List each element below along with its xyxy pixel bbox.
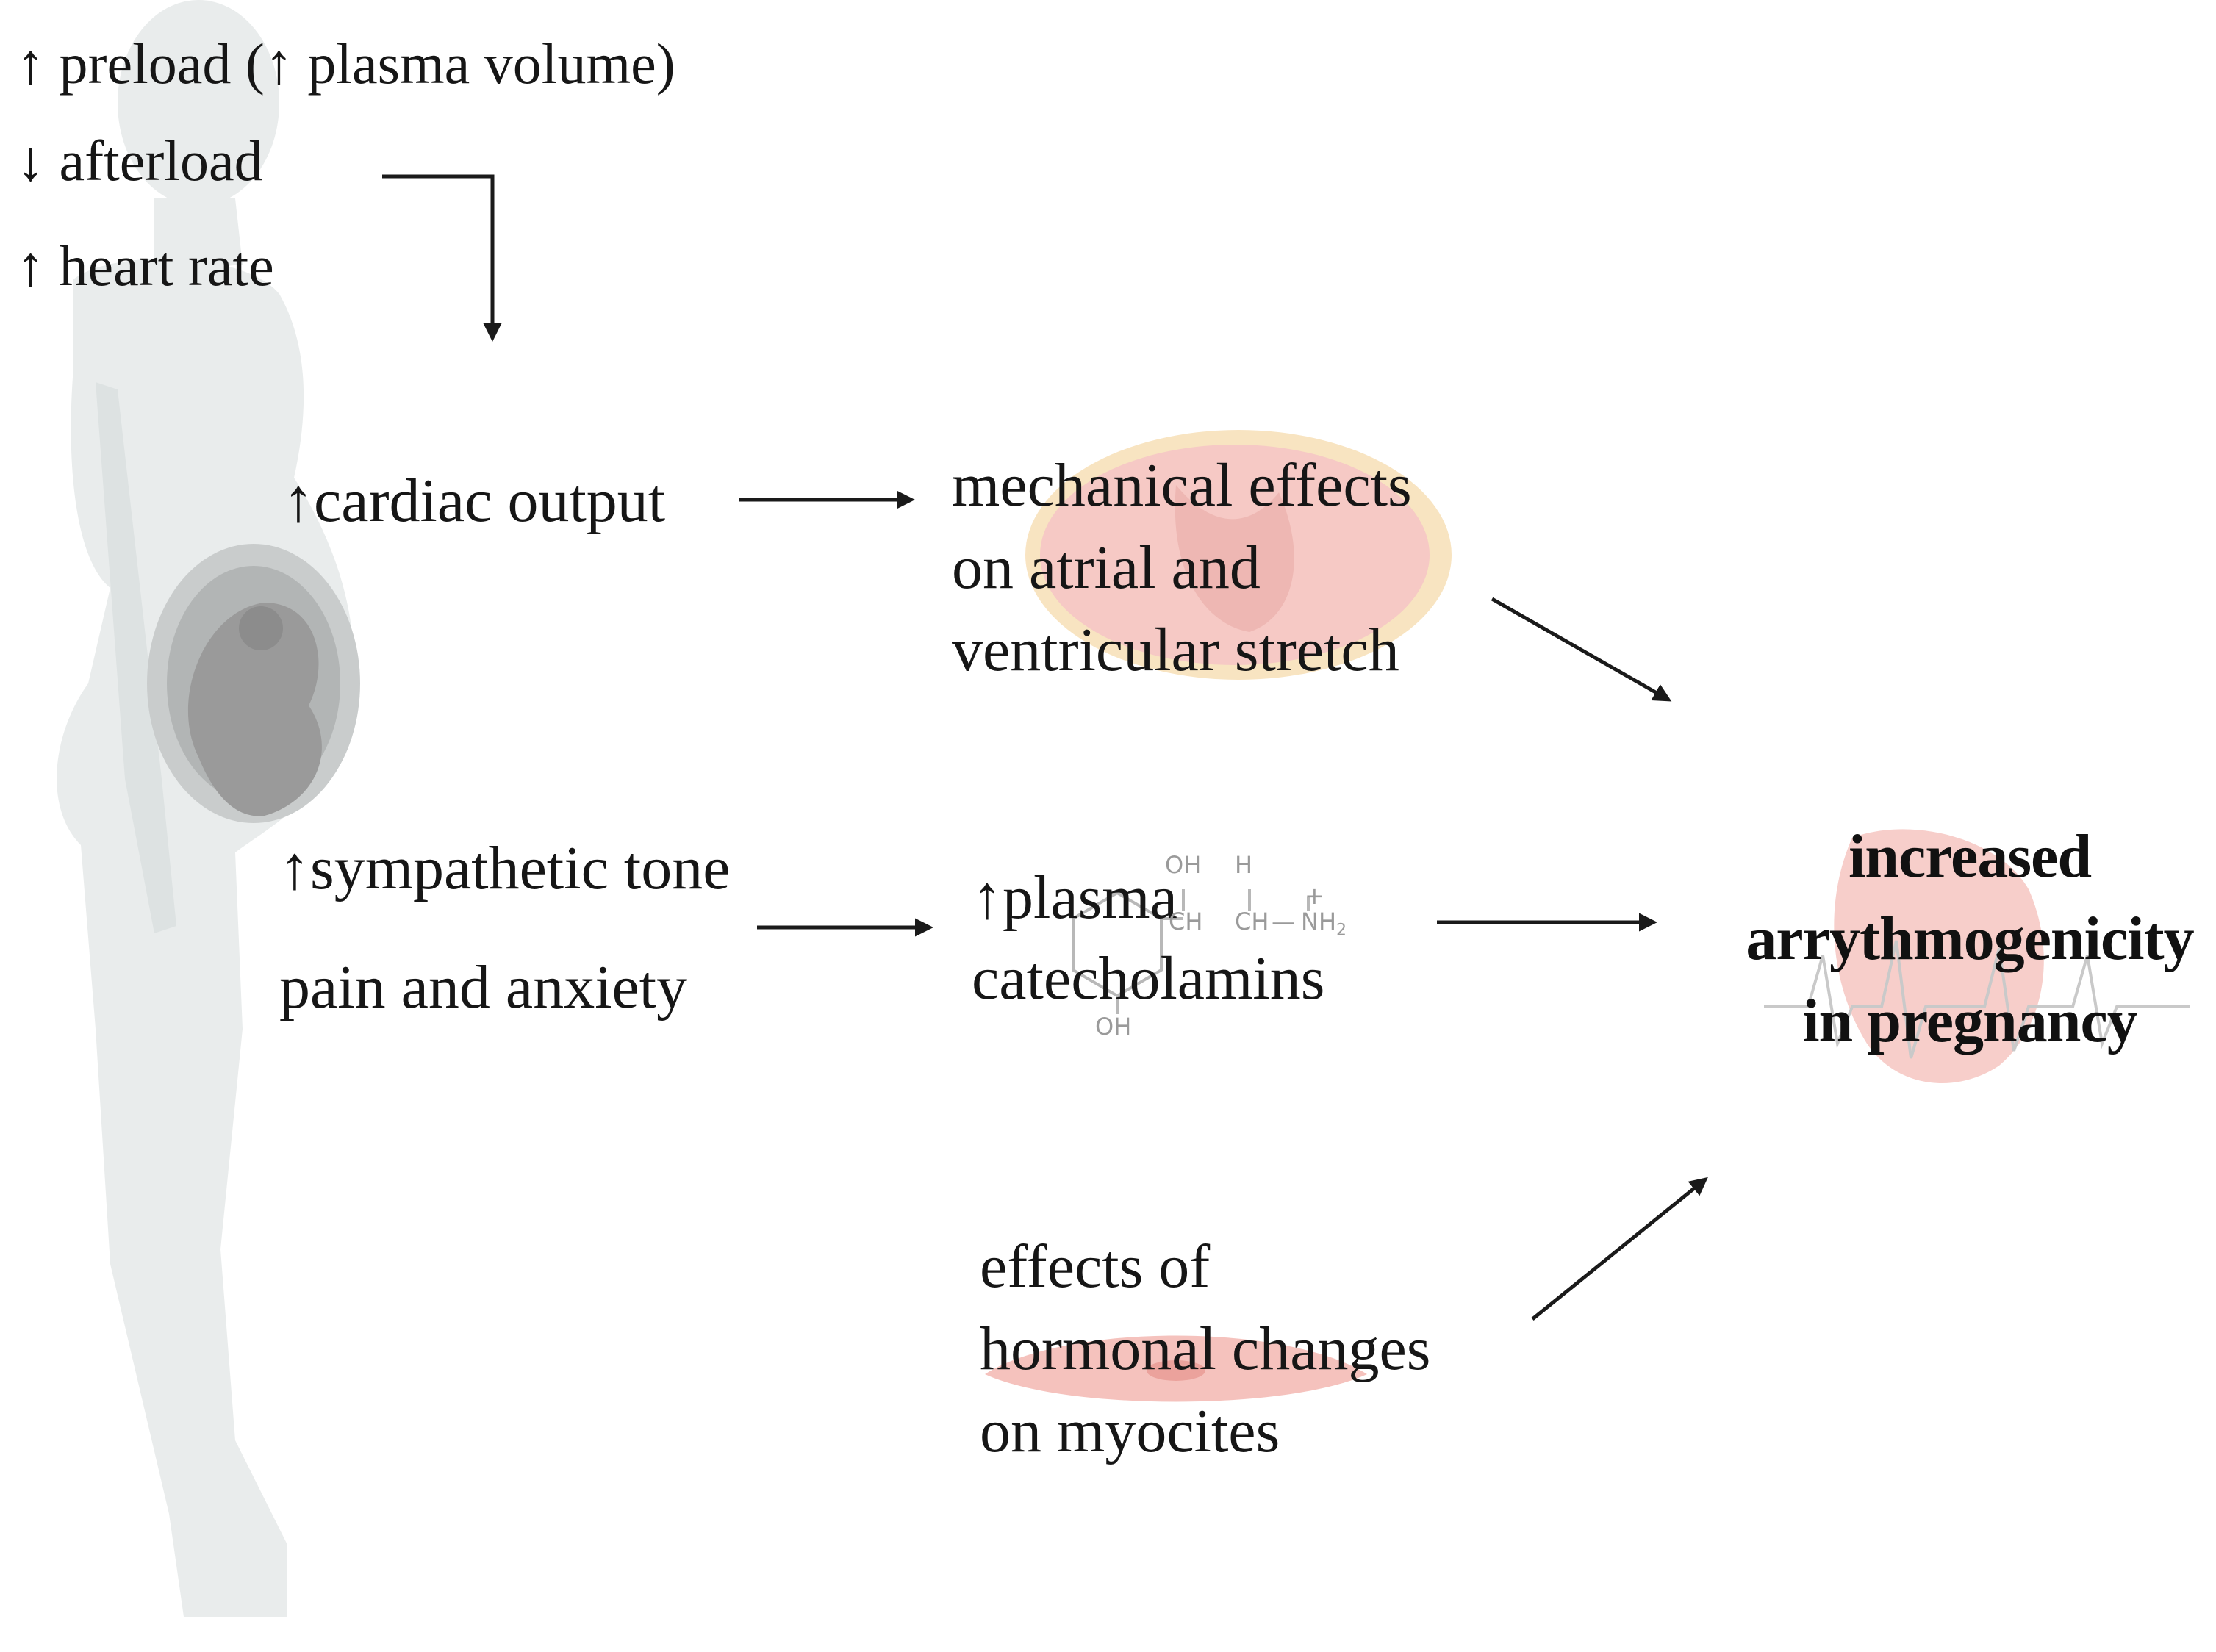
- result-line-1: increased: [1848, 822, 2092, 891]
- heart-ecg-icon: [1764, 829, 2190, 1083]
- arrow-factors-to-cardiac-output: [382, 174, 502, 342]
- hormonal-effects-text: effects of hormonal changes on myocites: [980, 1226, 1430, 1473]
- cardiac-output-label: ↑cardiac output: [283, 467, 666, 535]
- hormonal-line-3: on myocites: [980, 1397, 1280, 1465]
- catecholamine-molecule-icon: [1072, 889, 1310, 1014]
- result-line-2: arrythmogenicity: [1746, 905, 2194, 973]
- mechanical-line-3: ventricular stretch: [952, 616, 1399, 684]
- arrows: [382, 174, 1708, 1321]
- arrow-hormonal-to-result: [1531, 1177, 1708, 1321]
- afterload-label: ↓ afterload: [16, 129, 263, 193]
- sympathetic-tone-label: ↑sympathetic tone: [279, 834, 731, 902]
- hormonal-line-1: effects of: [980, 1232, 1211, 1301]
- result-line-3: in pregnancy: [1802, 987, 2138, 1055]
- hormonal-line-2: hormonal changes: [980, 1315, 1431, 1383]
- chem-h-top: H: [1235, 851, 1253, 879]
- mechanical-line-1: mechanical effects: [952, 451, 1412, 520]
- chem-oh-top: OH: [1165, 851, 1202, 879]
- catecholamins-text: ↑plasma catecholamins: [972, 858, 1324, 1019]
- chem-oh-bottom: OH: [1095, 1013, 1132, 1041]
- chem-nh: NH2: [1301, 908, 1347, 939]
- preload-label: ↑ preload (↑ plasma volume): [16, 32, 675, 96]
- catecholamins-line-2: catecholamins: [972, 944, 1325, 1013]
- mechanical-effects-text: mechanical effects on atrial and ventric…: [952, 445, 1412, 692]
- chem-nh-sub: 2: [1336, 921, 1347, 940]
- chem-ch-right: CH: [1235, 908, 1269, 935]
- chem-ch-left: CH: [1169, 908, 1203, 935]
- chem-dash: —: [1272, 908, 1295, 935]
- mechanical-line-2: on atrial and: [952, 534, 1261, 602]
- result-text: increased arrythmogenicity in pregnancy: [1713, 816, 2216, 1063]
- pain-anxiety-label: pain and anxiety: [279, 953, 688, 1021]
- chem-nh-text: NH: [1301, 908, 1336, 935]
- heart-cross-section-icon: [1025, 430, 1452, 680]
- heart-rate-label: ↑ heart rate: [16, 234, 274, 298]
- myocyte-cell-icon: [985, 1335, 1367, 1402]
- fetus-icon: [147, 544, 360, 823]
- catecholamins-line-1: ↑plasma: [972, 863, 1177, 932]
- chem-plus: +: [1305, 882, 1324, 910]
- arrow-mechanical-to-result: [1491, 597, 1672, 702]
